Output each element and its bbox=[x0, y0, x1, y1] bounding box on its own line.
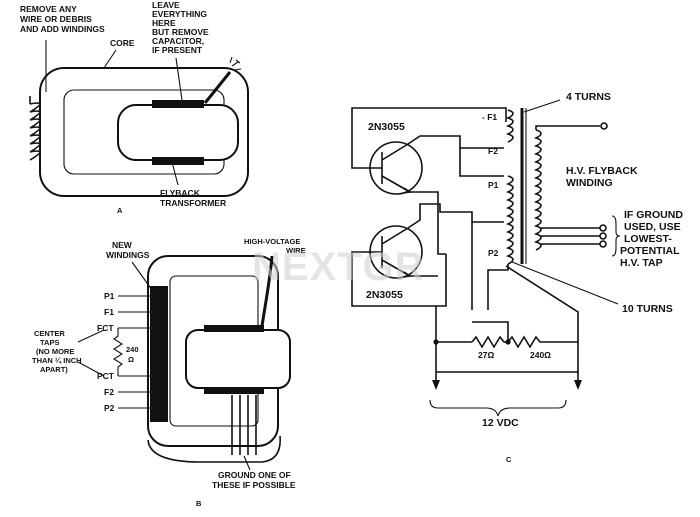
hv-terminal bbox=[600, 122, 608, 130]
tap-label-fct: FCT bbox=[97, 323, 114, 333]
resistor-label-b: 240 Ω bbox=[126, 345, 141, 364]
label-10-turns: 10 TURNS bbox=[622, 303, 673, 315]
flyback-winding-top-b bbox=[204, 325, 264, 332]
wire-emitters bbox=[410, 191, 446, 277]
wire-p1 bbox=[459, 148, 504, 177]
label-2n3055-top: 2N3055 bbox=[368, 121, 405, 133]
hv-tap-2 bbox=[599, 232, 607, 240]
label-f2: F2 bbox=[488, 146, 498, 156]
pointer-10-turns bbox=[511, 261, 619, 305]
label-f1: - F1 bbox=[482, 112, 497, 122]
flyback-winding-top-a bbox=[152, 100, 204, 108]
label-remove-a: REMOVE ANY WIRE OR DEBRIS AND ADD WINDIN… bbox=[20, 4, 105, 34]
flyback-bobbin-b bbox=[185, 329, 291, 389]
figure-c: 2N3055 2N3055 4 TURNS - F1 F2 P1 P2 H.V.… bbox=[351, 91, 686, 464]
pointer-ground-b bbox=[243, 455, 251, 471]
hv-taps bbox=[540, 227, 600, 245]
wire-hv-out bbox=[535, 125, 600, 130]
wire-240-up bbox=[505, 265, 579, 342]
flyback-winding-bottom-b bbox=[204, 387, 264, 394]
new-windings-b bbox=[150, 286, 168, 422]
tap-leads-b bbox=[118, 295, 150, 409]
wire-q1-collector bbox=[407, 135, 461, 145]
label-p2: P2 bbox=[488, 248, 499, 258]
label-2n3055-bottom: 2N3055 bbox=[366, 289, 403, 301]
coil-hv-secondary bbox=[533, 129, 542, 251]
pointer-leave-a bbox=[175, 57, 183, 101]
tap-label-f2: F2 bbox=[104, 387, 114, 397]
pointer-4-turns bbox=[523, 99, 561, 113]
hv-tap-1 bbox=[599, 224, 607, 232]
brace-ground bbox=[611, 215, 621, 257]
label-flyback-a: FLYBACK TRANSFORMER bbox=[160, 188, 226, 208]
tap-label-p2: P2 bbox=[104, 403, 115, 413]
tap-label-f1: F1 bbox=[104, 307, 114, 317]
caption-a: A bbox=[117, 206, 123, 215]
added-winding-a bbox=[29, 102, 41, 161]
q1-internals bbox=[381, 143, 413, 194]
resistor-240-b bbox=[112, 328, 124, 376]
brace-supply bbox=[429, 399, 567, 417]
arrow-negative bbox=[432, 380, 440, 390]
wire-q1-base-loop bbox=[351, 107, 507, 169]
label-r240: 240Ω bbox=[530, 350, 551, 360]
figure-b: NEW WINDINGS HIGH-VOLTAGE WIRE P1 F1 FCT… bbox=[32, 237, 306, 508]
label-core-a: CORE bbox=[110, 38, 135, 48]
label-4-turns: 4 TURNS bbox=[566, 91, 611, 103]
tap-label-p1: P1 bbox=[104, 291, 115, 301]
label-new-windings-b: NEW WINDINGS bbox=[106, 240, 150, 260]
pointer-flyback-a bbox=[171, 161, 179, 186]
resistor-27 bbox=[471, 335, 508, 349]
wire-p2-tap bbox=[487, 264, 509, 310]
label-center-taps-b: CENTER TAPS (NO MORE THAN ¼ INCH APART) bbox=[32, 329, 84, 374]
hv-wire-b bbox=[260, 255, 274, 327]
watermark: NEXTGR bbox=[252, 245, 425, 289]
coil-f1-f2 bbox=[505, 109, 514, 143]
hv-wire-a bbox=[203, 71, 232, 104]
label-p1: P1 bbox=[488, 180, 499, 190]
figure-a: REMOVE ANY WIRE OR DEBRIS AND ADD WINDIN… bbox=[20, 0, 249, 215]
flyback-bobbin-a bbox=[117, 104, 239, 161]
wire-q2-base-loop bbox=[351, 251, 447, 307]
label-ground-tap: IF GROUND USED, USE LOWEST- POTENTIAL H.… bbox=[620, 209, 686, 269]
label-hv-wire-b: HIGH-VOLTAGE WIRE bbox=[244, 237, 306, 255]
flyback-winding-bottom-a bbox=[152, 157, 204, 165]
hv-tap-3 bbox=[599, 240, 607, 248]
label-ground-b: GROUND ONE OF THESE IF POSSIBLE bbox=[212, 470, 296, 490]
ground-leads-b bbox=[231, 395, 257, 455]
spark-a bbox=[229, 56, 242, 71]
pointer-center-taps-b bbox=[77, 329, 105, 377]
caption-c: C bbox=[506, 455, 512, 464]
label-r27: 27Ω bbox=[478, 350, 494, 360]
label-leave-a: LEAVE EVERYTHING HERE BUT REMOVE CAPACIT… bbox=[152, 0, 211, 55]
label-12vdc: 12 VDC bbox=[482, 417, 519, 429]
pointer-core-a bbox=[103, 49, 117, 69]
coil-p1-p2 bbox=[505, 175, 514, 265]
resistor-240 bbox=[507, 335, 578, 349]
base-loop-b bbox=[147, 435, 281, 463]
caption-b: B bbox=[196, 499, 202, 508]
wire-divider-link bbox=[472, 321, 509, 342]
label-hv-winding: H.V. FLYBACK WINDING bbox=[566, 165, 641, 189]
wire-q2-collector bbox=[407, 203, 504, 229]
tap-label-pct: PCT bbox=[97, 371, 115, 381]
arrow-positive bbox=[574, 380, 582, 390]
pointer-new-windings-b bbox=[131, 261, 153, 291]
